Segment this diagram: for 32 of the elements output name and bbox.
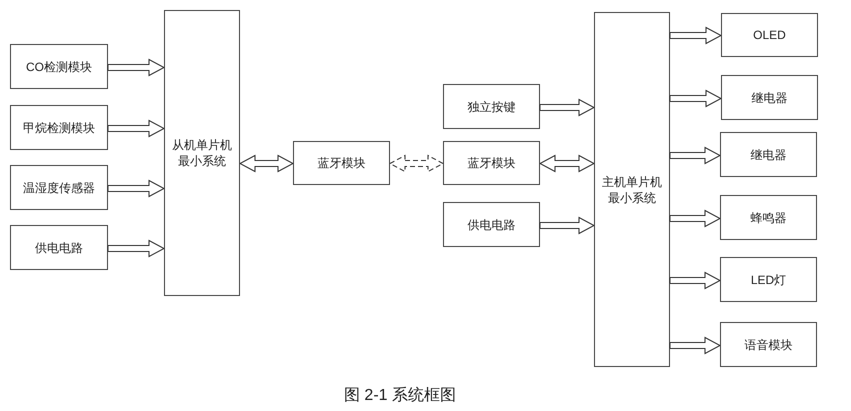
- hollow-arrow: [670, 146, 722, 164]
- block-box: OLED: [721, 13, 818, 57]
- hollow-arrow: [540, 216, 596, 234]
- hollow-arrow: [538, 154, 596, 172]
- block-box: 继电器: [721, 75, 818, 120]
- block-box: LED灯: [720, 257, 817, 302]
- block-box: 供电电路: [10, 225, 108, 270]
- hollow-arrow: [238, 154, 294, 172]
- block-box: 蓝牙模块: [443, 141, 540, 185]
- block-box: 主机单片机最小系统: [594, 12, 670, 367]
- hollow-arrow: [540, 98, 596, 116]
- hollow-arrow: [108, 240, 166, 258]
- hollow-arrow: [670, 210, 722, 228]
- block-box: 供电电路: [443, 202, 540, 247]
- block-box: 继电器: [720, 132, 817, 177]
- hollow-arrow: [670, 272, 722, 290]
- block-box: 蜂鸣器: [720, 195, 817, 240]
- block-box: 蓝牙模块: [293, 141, 390, 185]
- hollow-arrow: [670, 26, 722, 44]
- hollow-arrow: [670, 90, 722, 108]
- figure-caption: 图 2-1 系统框图: [342, 386, 457, 406]
- block-box: CO检测模块: [10, 44, 108, 89]
- hollow-arrow: [388, 154, 444, 172]
- hollow-arrow: [108, 180, 166, 198]
- block-box: 语音模块: [720, 322, 817, 367]
- block-box: 从机单片机最小系统: [164, 10, 240, 296]
- block-box: 温湿度传感器: [10, 165, 108, 210]
- block-box: 甲烷检测模块: [10, 105, 108, 150]
- hollow-arrow: [670, 336, 722, 354]
- block-box: 独立按键: [443, 84, 540, 129]
- hollow-arrow: [108, 120, 166, 138]
- hollow-arrow: [108, 58, 166, 76]
